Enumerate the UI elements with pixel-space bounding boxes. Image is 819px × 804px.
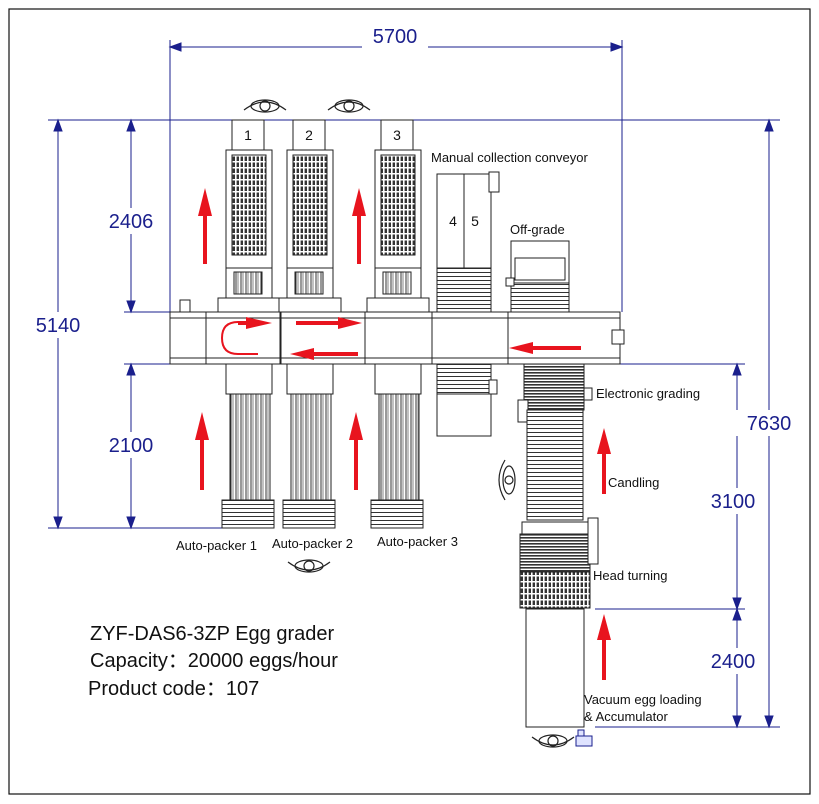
product-code-text: Product code：107	[88, 678, 259, 700]
vacuum-pump-icon	[575, 729, 593, 747]
flow-arrow-up	[195, 412, 209, 490]
flow-arrow-right	[296, 317, 362, 329]
label-electronic-grading: Electronic grading	[596, 386, 700, 401]
auto-packer-1-upper	[217, 119, 281, 313]
dim-width-5700: 5700	[373, 26, 418, 48]
operator-icon	[498, 459, 516, 501]
dim-2406: 2406	[109, 211, 154, 233]
label-auto-packer-3: Auto-packer 3	[377, 534, 458, 549]
operator-icon	[531, 734, 575, 748]
flow-arrow-up	[198, 188, 212, 264]
packer-number-3: 3	[393, 127, 401, 143]
operator-icon	[243, 99, 287, 113]
auto-packer-3-upper	[366, 119, 430, 313]
flow-arrow-right	[238, 317, 272, 329]
flow-arrow-up	[597, 428, 611, 494]
auto-packer-2-lower	[282, 363, 336, 529]
dim-height-5140: 5140	[36, 315, 81, 337]
label-auto-packer-2: Auto-packer 2	[272, 536, 353, 551]
auto-packer-1-lower	[221, 363, 275, 529]
dim-2100: 2100	[109, 435, 154, 457]
capacity-text: Capacity：20000 eggs/hour	[90, 650, 338, 672]
label-accumulator: & Accumulator	[584, 709, 668, 724]
label-head-turning: Head turning	[593, 568, 667, 583]
manual-collection-conveyor	[436, 171, 500, 437]
operator-icon	[287, 559, 331, 573]
label-manual-collection-conveyor: Manual collection conveyor	[431, 150, 588, 165]
dim-2400: 2400	[711, 651, 756, 673]
packer-number-1: 1	[244, 127, 252, 143]
dim-7630: 7630	[747, 413, 792, 435]
flow-arrow-up	[597, 614, 611, 680]
model-title: ZYF-DAS6-3ZP Egg grader	[90, 623, 335, 645]
flow-arrow-up	[352, 188, 366, 264]
packer-number-2: 2	[305, 127, 313, 143]
label-vacuum-egg-loading: Vacuum egg loading	[584, 692, 702, 707]
operator-icon	[327, 99, 371, 113]
dim-3100: 3100	[711, 491, 756, 513]
auto-packer-3-lower	[370, 363, 424, 529]
manual-number-5: 5	[471, 213, 479, 229]
grading-line	[517, 363, 599, 728]
label-candling: Candling	[608, 475, 659, 490]
flow-arrow-left	[509, 342, 581, 354]
u-turn-arrow	[220, 321, 258, 355]
flow-arrows	[195, 188, 611, 680]
flow-arrow-up	[349, 412, 363, 490]
off-grade-unit	[505, 240, 570, 313]
flow-arrow-left	[290, 348, 358, 360]
label-auto-packer-1: Auto-packer 1	[176, 538, 257, 553]
manual-number-4: 4	[449, 213, 457, 229]
label-off-grade: Off-grade	[510, 222, 565, 237]
page-border	[8, 8, 811, 795]
auto-packer-2-upper	[278, 119, 342, 313]
